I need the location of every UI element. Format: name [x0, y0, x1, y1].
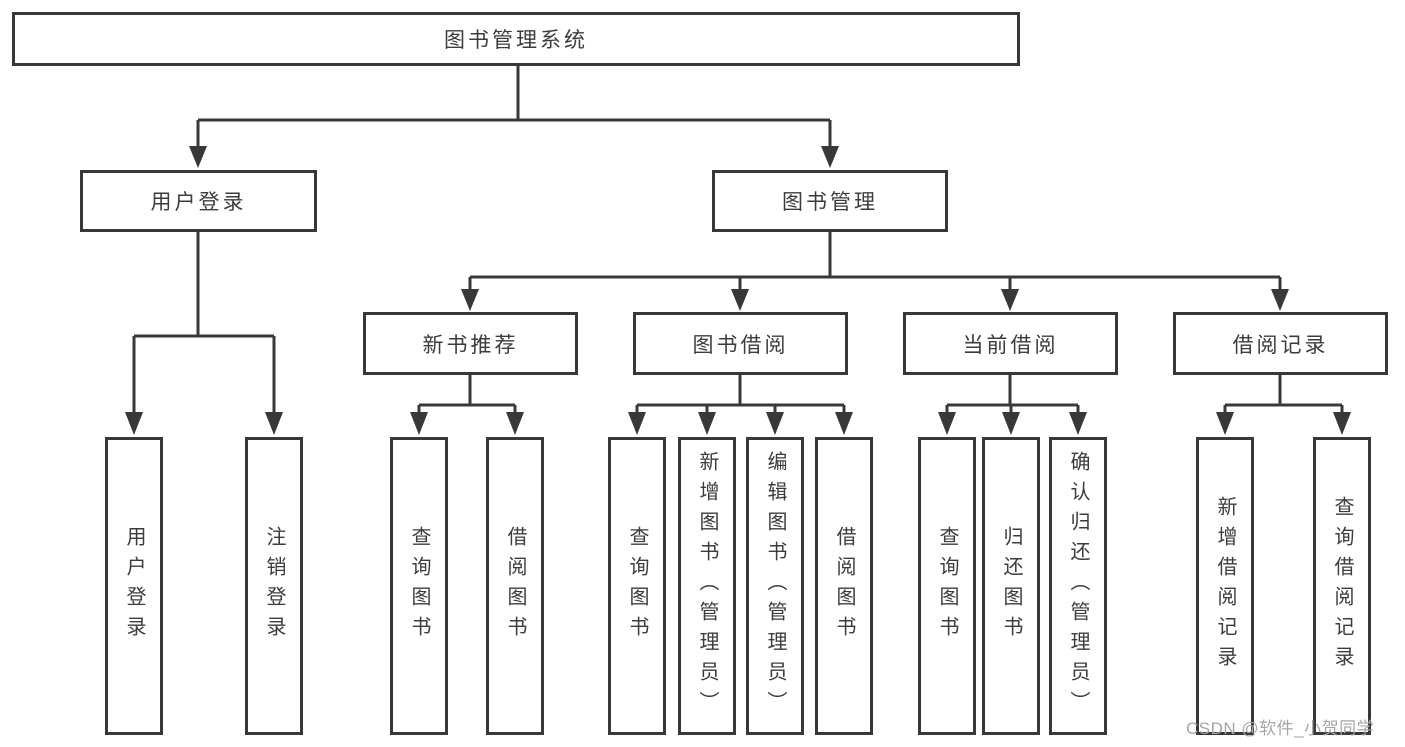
leaf-add-book-admin-label: 新增图书（管理员）: [696, 451, 718, 721]
leaf-add-book-admin: 新增图书（管理员）: [678, 437, 736, 735]
connector-book-management: [461, 232, 1289, 311]
leaf-confirm-return-admin-label: 确认归还（管理员）: [1067, 451, 1089, 721]
leaf-return-books: 归还图书: [982, 437, 1040, 735]
csdn-watermark: CSDN @软件_小贺同学: [1186, 719, 1375, 738]
node-book-borrow: 图书借阅: [633, 312, 848, 375]
connector-borrow-records: [1216, 375, 1351, 435]
node-book-borrow-label: 图书借阅: [692, 333, 789, 357]
leaf-return-books-label: 归还图书: [1000, 526, 1022, 646]
leaf-add-borrow-record: 新增借阅记录: [1196, 437, 1254, 735]
leaf-query-books-recommend-label: 查询图书: [408, 526, 430, 646]
leaf-query-books-current-label: 查询图书: [936, 526, 958, 646]
node-borrow-records: 借阅记录: [1173, 312, 1388, 375]
leaf-borrow-books: 借阅图书: [815, 437, 873, 735]
connector-root: [189, 66, 839, 168]
node-user-login-label: 用户登录: [150, 191, 247, 214]
leaf-query-borrow-record: 查询借阅记录: [1313, 437, 1371, 735]
leaf-query-books-borrow-label: 查询图书: [626, 526, 648, 646]
leaf-edit-book-admin: 编辑图书（管理员）: [746, 437, 804, 735]
node-book-management-label: 图书管理: [782, 191, 878, 214]
connector-book-borrow: [628, 375, 853, 435]
node-borrow-records-label: 借阅记录: [1232, 333, 1329, 357]
node-current-borrow: 当前借阅: [903, 312, 1118, 375]
node-new-book-recommend-label: 新书推荐: [422, 333, 519, 357]
leaf-edit-book-admin-label: 编辑图书（管理员）: [764, 451, 786, 721]
node-book-management: 图书管理: [712, 170, 948, 232]
leaf-add-borrow-record-label: 新增借阅记录: [1214, 496, 1236, 676]
leaf-query-books-current: 查询图书: [918, 437, 976, 735]
leaf-logout-label: 注销登录: [263, 526, 285, 646]
leaf-query-books-recommend: 查询图书: [390, 437, 448, 735]
leaf-borrow-books-recommend-label: 借阅图书: [504, 526, 526, 646]
leaf-user-login: 用户登录: [105, 437, 163, 735]
connector-user-login: [125, 232, 283, 435]
leaf-query-books-borrow: 查询图书: [608, 437, 666, 735]
leaf-user-login-label: 用户登录: [123, 526, 145, 646]
leaf-borrow-books-recommend: 借阅图书: [486, 437, 544, 735]
leaf-confirm-return-admin: 确认归还（管理员）: [1049, 437, 1107, 735]
node-new-book-recommend: 新书推荐: [363, 312, 578, 375]
leaf-borrow-books-label: 借阅图书: [833, 526, 855, 646]
node-library-system-label: 图书管理系统: [444, 29, 588, 52]
node-user-login: 用户登录: [80, 170, 317, 232]
node-current-borrow-label: 当前借阅: [962, 333, 1059, 357]
leaf-query-borrow-record-label: 查询借阅记录: [1331, 496, 1353, 676]
leaf-logout: 注销登录: [245, 437, 303, 735]
node-library-system: 图书管理系统: [12, 12, 1020, 66]
connector-new-book-recommend: [410, 375, 524, 435]
connector-current-borrow: [938, 375, 1087, 435]
